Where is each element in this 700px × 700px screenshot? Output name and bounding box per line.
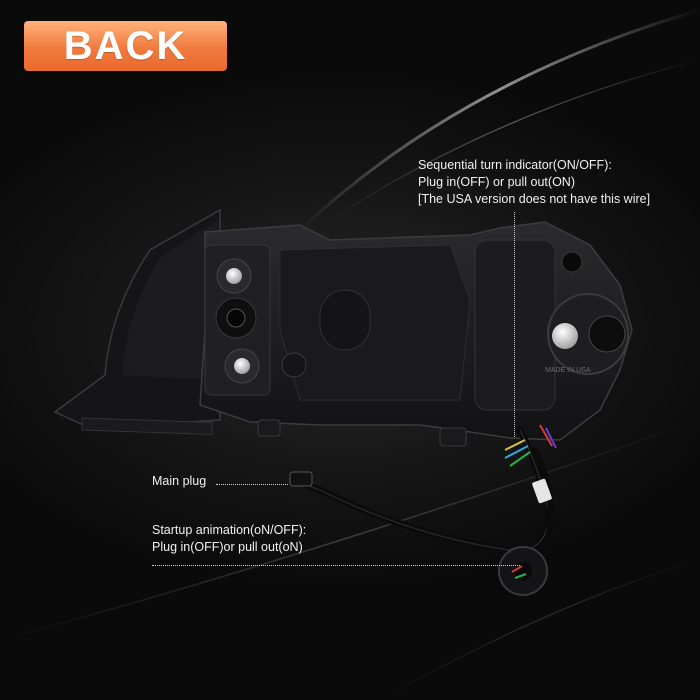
startup-instruction: Plug in(OFF)or pull out(oN): [152, 540, 303, 554]
light-streak: [329, 59, 700, 221]
back-badge-label: BACK: [63, 24, 188, 68]
main-plug-leader-line: [216, 484, 288, 485]
back-badge: BACK: [24, 21, 227, 71]
main-plug-callout: Main plug: [152, 473, 206, 490]
sequential-title: Sequential turn indicator(ON/OFF):: [418, 158, 612, 172]
main-plug-label: Main plug: [152, 474, 207, 488]
sequential-turn-callout: Sequential turn indicator(ON/OFF): Plug …: [418, 157, 650, 208]
sequential-leader-line: [514, 212, 515, 437]
startup-title: Startup animation(oN/OFF):: [152, 523, 307, 537]
light-streak: [298, 8, 700, 232]
sequential-instruction: Plug in(OFF) or pull out(ON): [418, 175, 575, 189]
startup-animation-callout: Startup animation(oN/OFF): Plug in(OFF)o…: [152, 522, 306, 556]
light-streak: [379, 559, 700, 700]
svg-text:MADE IN USA: MADE IN USA: [545, 367, 591, 374]
main-plug-connector: [289, 471, 313, 487]
wiring-harness: [302, 426, 553, 556]
startup-leader-line: [152, 565, 520, 566]
light-streak: [0, 419, 700, 641]
sequential-note: [The USA version does not have this wire…: [418, 192, 651, 206]
